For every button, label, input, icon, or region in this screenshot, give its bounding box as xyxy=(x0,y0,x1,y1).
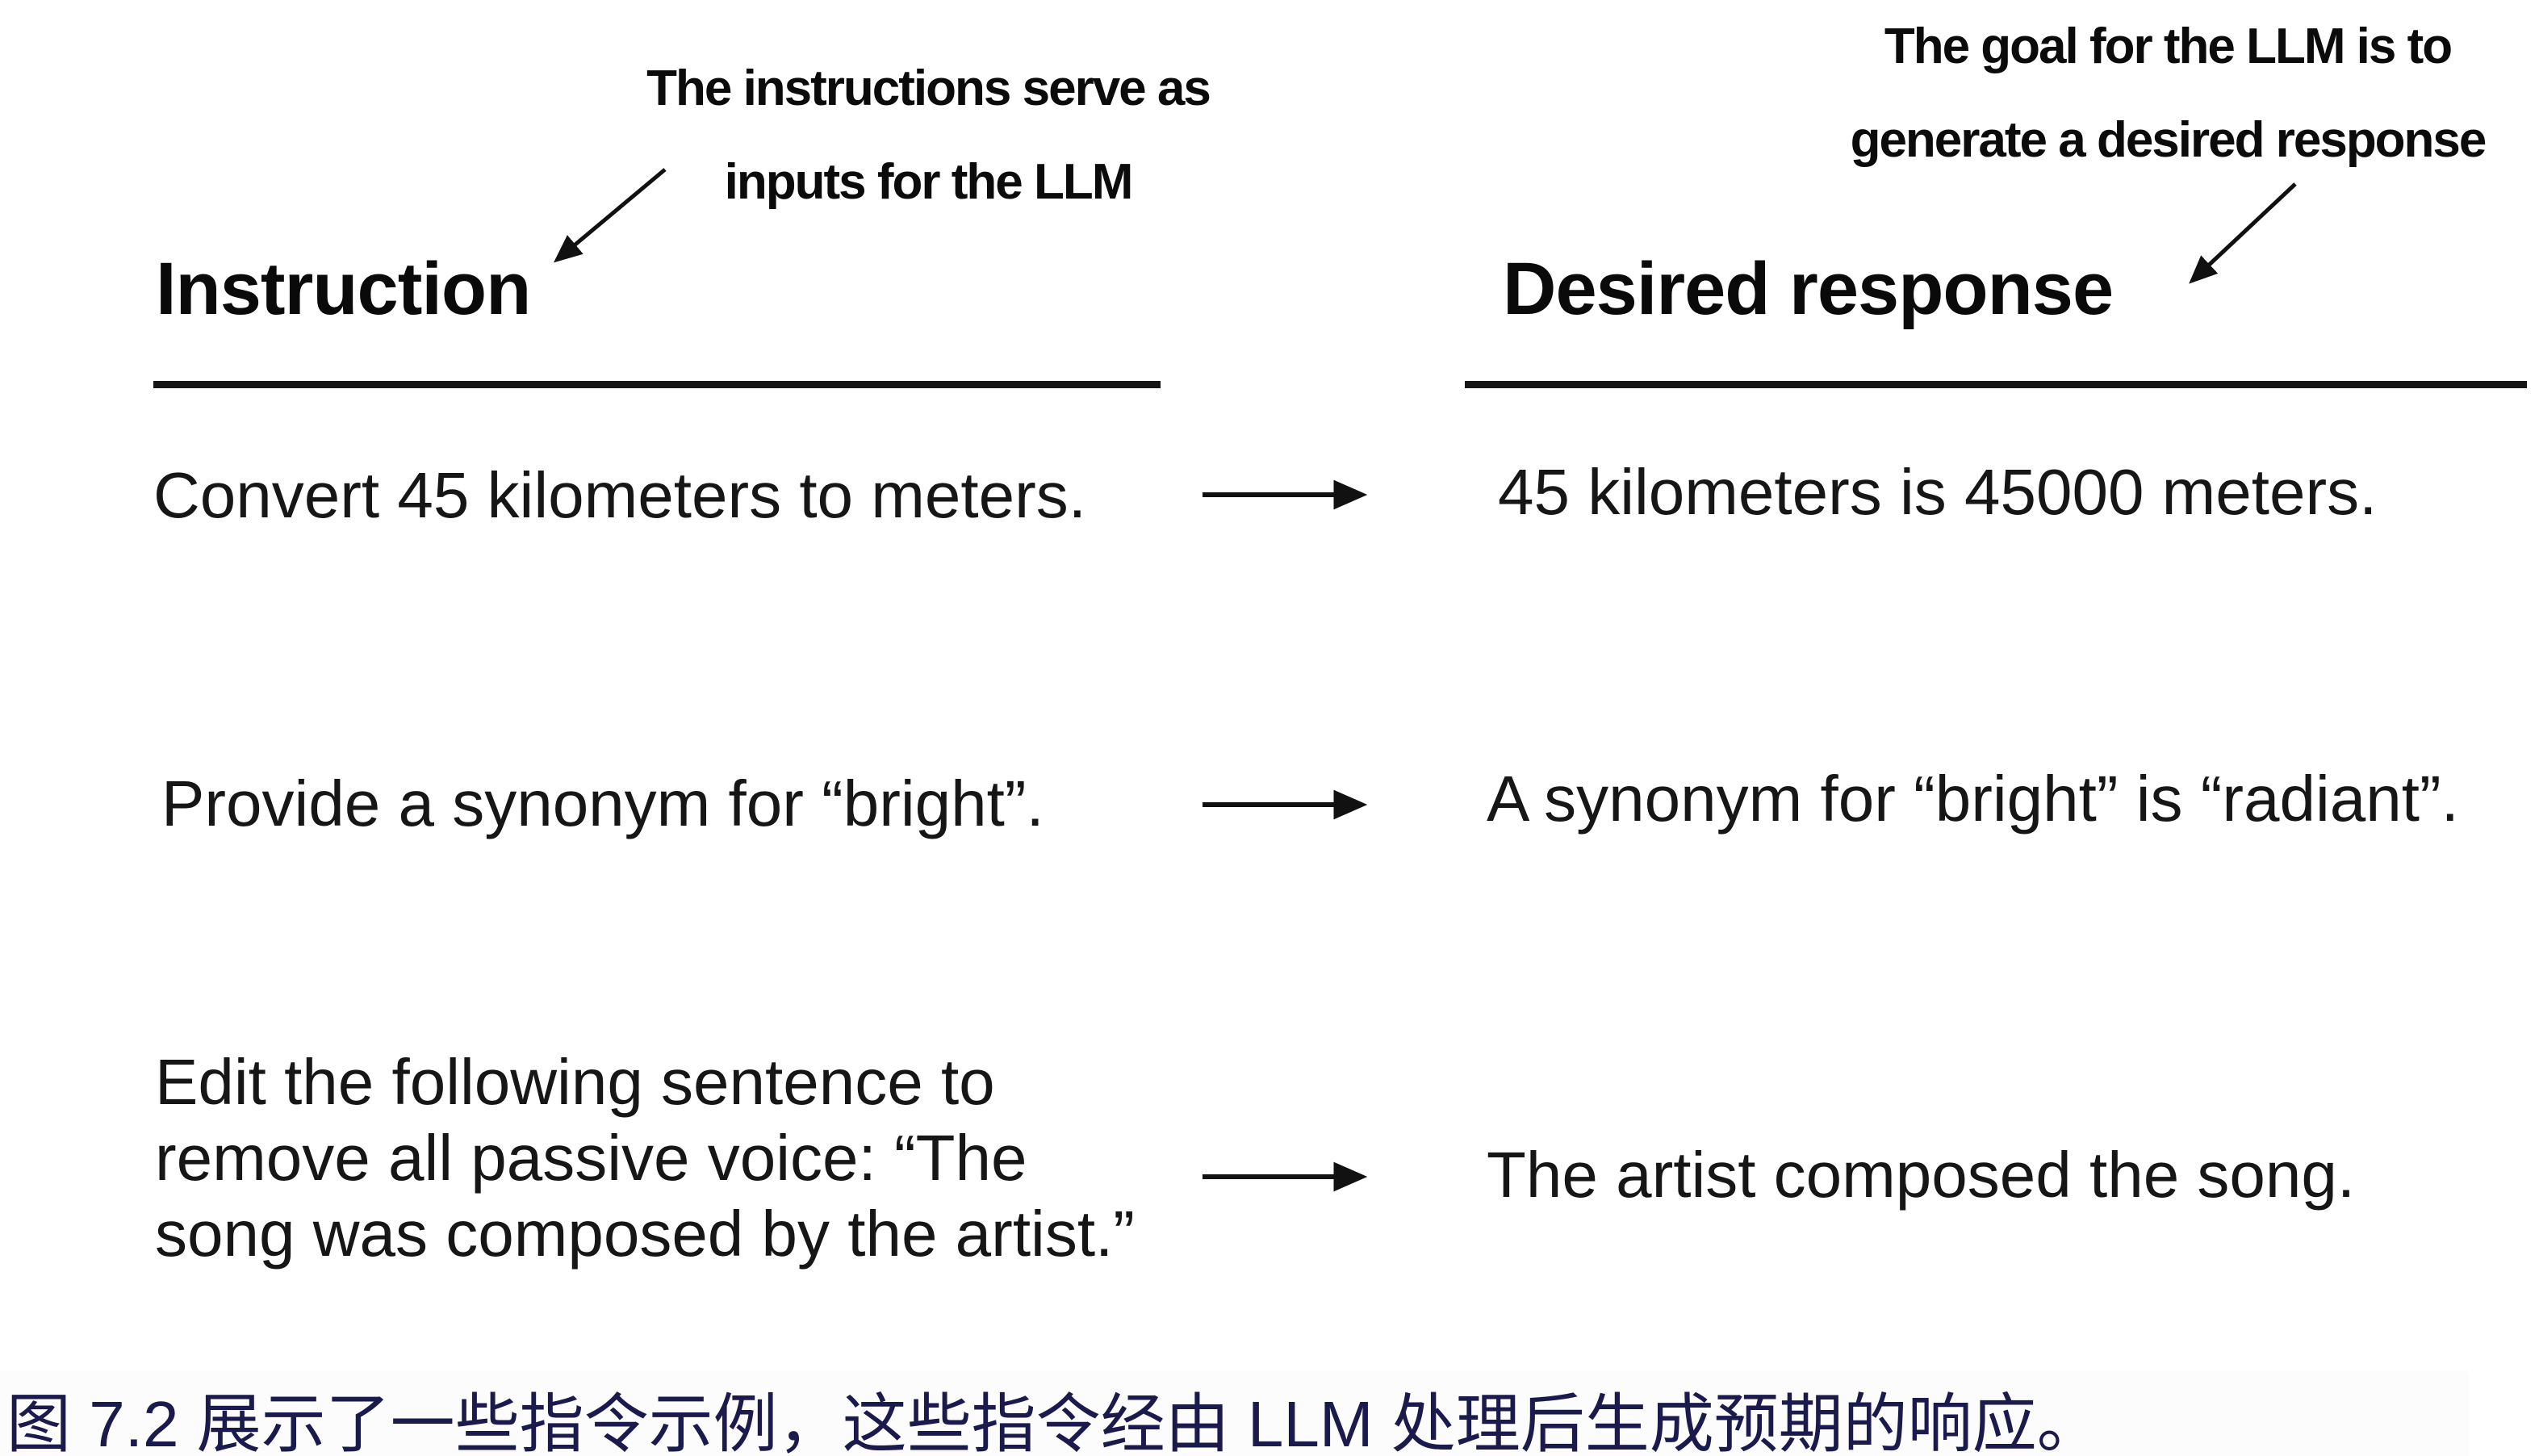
response-row-2: A synonym for “bright” is “radiant”. xyxy=(1487,763,2459,835)
column-header-instruction: Instruction xyxy=(156,248,531,330)
response-column-rule xyxy=(1465,381,2527,388)
response-row-3: The artist composed the song. xyxy=(1487,1139,2356,1211)
annotation-instructions-line2: inputs for the LLM xyxy=(724,154,1134,210)
annotation-arrow-response xyxy=(2189,182,2297,284)
instruction-row-3: Edit the following sentence to remove al… xyxy=(155,1046,1135,1270)
figure-caption: 图 7.2 展示了一些指令示例，这些指令经由 LLM 处理后生成预期的响应。 xyxy=(6,1388,2102,1456)
annotation-goal: The goal for the LLM is to generate a de… xyxy=(1797,0,2539,187)
column-header-desired-response: Desired response xyxy=(1503,248,2114,330)
annotation-goal-line1: The goal for the LLM is to xyxy=(1884,19,2453,74)
caption-band xyxy=(0,1370,2468,1456)
annotation-instructions-line1: The instructions serve as xyxy=(646,61,1211,116)
response-row-1: 45 kilometers is 45000 meters. xyxy=(1498,456,2378,528)
instruction-column-rule xyxy=(153,381,1161,388)
instruction-row-2: Provide a synonym for “bright”. xyxy=(161,768,1044,839)
instruction-row-1: Convert 45 kilometers to meters. xyxy=(153,459,1086,531)
annotation-goal-line2: generate a desired response xyxy=(1850,112,2487,168)
annotation-instructions: The instructions serve as inputs for the… xyxy=(593,42,1263,229)
